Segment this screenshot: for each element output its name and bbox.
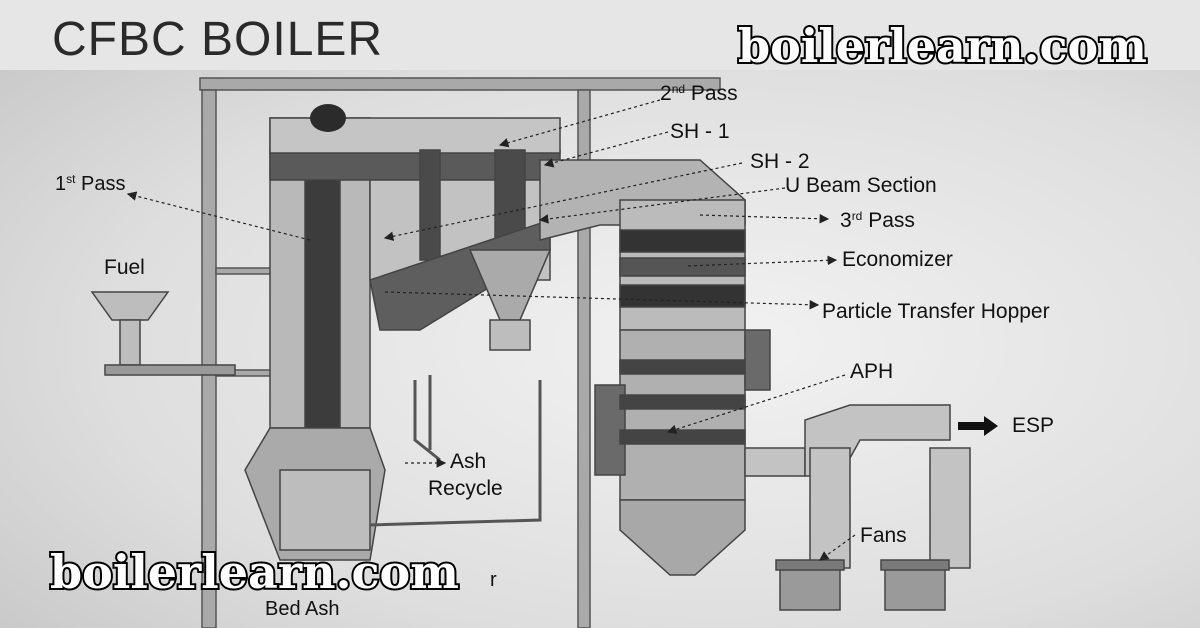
label-fans: Fans [860, 524, 907, 547]
second-pass [369, 149, 552, 351]
header-band [0, 0, 1200, 70]
label-air-partial: r [490, 569, 497, 591]
ash-recycle-lines [369, 375, 542, 527]
label-u-beam: U Beam Section [785, 174, 937, 197]
label-aph: APH [850, 360, 893, 383]
label-first-pass: 1st Pass [55, 172, 126, 195]
label-sh1: SH - 1 [670, 120, 730, 143]
steam-drum [310, 104, 346, 132]
label-particle-transfer-hopper: Particle Transfer Hopper [822, 300, 1050, 323]
ducts-to-esp [744, 404, 971, 611]
label-recycle: Recycle [428, 477, 503, 500]
label-third-pass: 3rd Pass [840, 209, 915, 232]
diagram-title: CFBC BOILER [52, 13, 383, 66]
third-pass-column [594, 199, 771, 576]
fuel-hopper [90, 291, 236, 376]
label-economizer: Economizer [842, 248, 953, 271]
support-frame [199, 77, 721, 628]
label-ash: Ash [450, 450, 486, 473]
label-fuel: Fuel [104, 256, 145, 279]
watermark-bottom: boilerlearn.com [50, 545, 459, 599]
esp-arrow-icon [958, 416, 998, 436]
label-bed-ash: Bed Ash [265, 598, 340, 620]
label-sh2: SH - 2 [750, 150, 810, 173]
label-pointers [126, 99, 856, 561]
watermark-top: boilerlearn.com [738, 19, 1147, 73]
label-second-pass: 2nd Pass [660, 82, 738, 105]
furnace-first-pass [244, 117, 561, 561]
label-esp: ESP [1012, 414, 1054, 437]
